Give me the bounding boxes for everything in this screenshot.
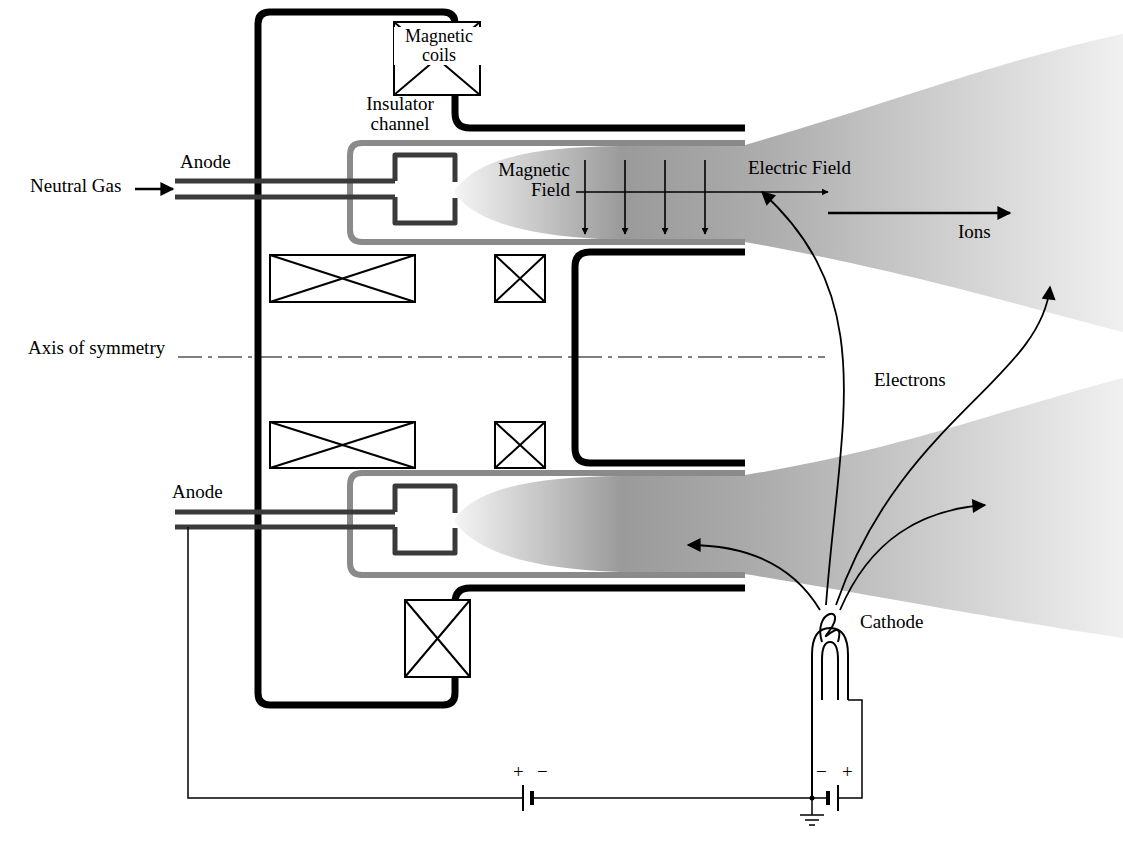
electron-path xyxy=(836,287,1050,605)
battery-plate xyxy=(837,785,839,811)
battery-symbol xyxy=(828,785,838,811)
insulator-channel xyxy=(350,473,745,575)
symmetry-axis xyxy=(178,356,825,357)
electron-path xyxy=(688,545,820,610)
wire xyxy=(838,700,862,798)
plasma-plume xyxy=(455,378,1123,638)
flow-label: Ions xyxy=(958,222,991,243)
coil-box xyxy=(270,422,415,468)
part-label: Magnetic coils xyxy=(394,27,484,65)
plasma-plume xyxy=(455,34,1123,332)
electron-path xyxy=(840,505,985,610)
field-label: Magnetic Field xyxy=(484,160,570,200)
wire xyxy=(188,527,523,798)
coil-cross xyxy=(405,600,470,677)
field-arrow xyxy=(664,160,666,234)
magnetic-field-arrows xyxy=(585,160,705,234)
electron-path xyxy=(762,192,844,605)
electron-paths xyxy=(688,192,1050,610)
field-arrow xyxy=(704,160,706,234)
part-label: Anode xyxy=(180,152,231,173)
ground-symbol xyxy=(800,815,824,825)
ground-wire xyxy=(811,798,813,815)
gas-pipe xyxy=(175,512,395,527)
ground-line xyxy=(800,815,824,825)
field-label: Electric Field xyxy=(748,158,851,179)
polarity-sign: + xyxy=(513,762,524,783)
coil-box xyxy=(495,422,545,468)
ion-arrow xyxy=(828,212,1010,215)
anode-chamber xyxy=(395,486,455,553)
part-label: Insulator channel xyxy=(350,94,450,134)
magnetic-coil xyxy=(270,22,545,677)
part-label: Cathode xyxy=(860,612,923,633)
coil-box xyxy=(270,255,415,302)
coil-cross xyxy=(495,255,545,302)
polarity-sign: − xyxy=(537,762,548,783)
coil-box xyxy=(405,600,470,677)
electric-field-arrow xyxy=(576,191,828,193)
circuit-wires xyxy=(188,527,862,815)
field-arrow xyxy=(624,160,626,234)
input-label: Neutral Gas xyxy=(30,176,121,197)
cathode-inner xyxy=(822,642,838,700)
anode-chamber xyxy=(395,155,455,223)
gas-pipe xyxy=(175,181,395,197)
battery-symbol xyxy=(523,785,532,811)
coil-cross xyxy=(270,255,415,302)
coil-cross xyxy=(495,422,545,468)
field-arrow xyxy=(584,160,586,234)
gas-arrow xyxy=(135,188,173,191)
flow-label: Electrons xyxy=(872,370,948,391)
cathode-filament xyxy=(820,614,839,642)
coil-cross xyxy=(270,422,415,468)
battery-plate xyxy=(530,791,534,805)
part-label: Anode xyxy=(172,482,223,503)
battery-plate xyxy=(826,791,830,805)
battery-plate xyxy=(522,785,524,811)
thruster-body xyxy=(258,12,745,705)
wire xyxy=(532,797,828,799)
coil-box xyxy=(495,255,545,302)
axis-label: Axis of symmetry xyxy=(28,338,165,359)
polarity-sign: + xyxy=(842,762,853,783)
polarity-sign: − xyxy=(816,762,827,783)
junction-dot xyxy=(810,796,815,801)
